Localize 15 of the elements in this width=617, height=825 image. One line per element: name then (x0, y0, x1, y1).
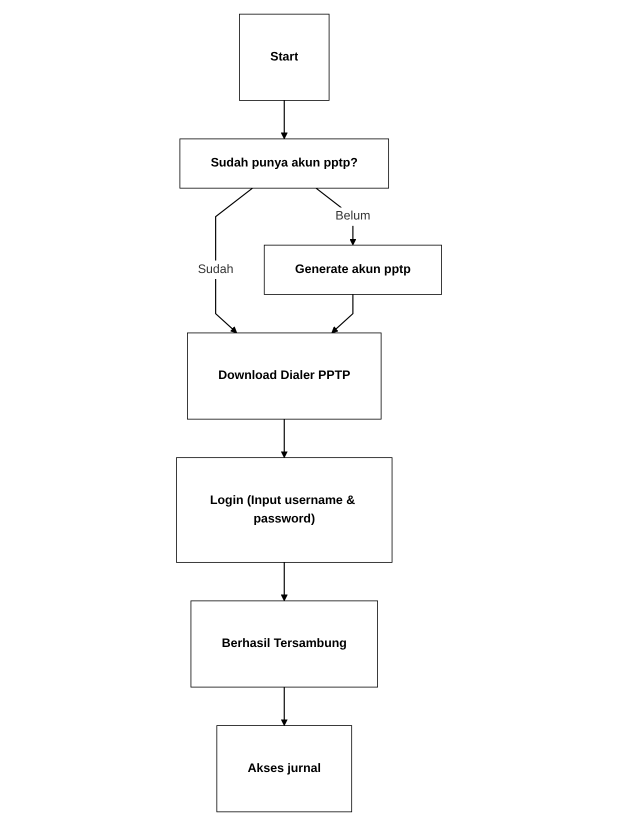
arrow (214, 187, 252, 333)
arrow (330, 294, 353, 333)
node-box: Download Dialer PPTP (186, 332, 381, 420)
node-box: Login (Input username & password) (176, 456, 392, 562)
node-box: Generate akun pptp (263, 244, 442, 294)
arrow (280, 686, 288, 726)
edge-label: Belum (334, 209, 370, 222)
arrow (280, 418, 288, 458)
arrow (280, 562, 288, 601)
node-box: Akses jurnal (216, 724, 352, 812)
arrow (280, 100, 288, 139)
node-box: Start (238, 13, 329, 100)
edge-label: Sudah (197, 262, 233, 276)
node-box: Berhasil Tersambung (190, 600, 378, 687)
node-box: Sudah punya akun pptp? (179, 138, 389, 188)
